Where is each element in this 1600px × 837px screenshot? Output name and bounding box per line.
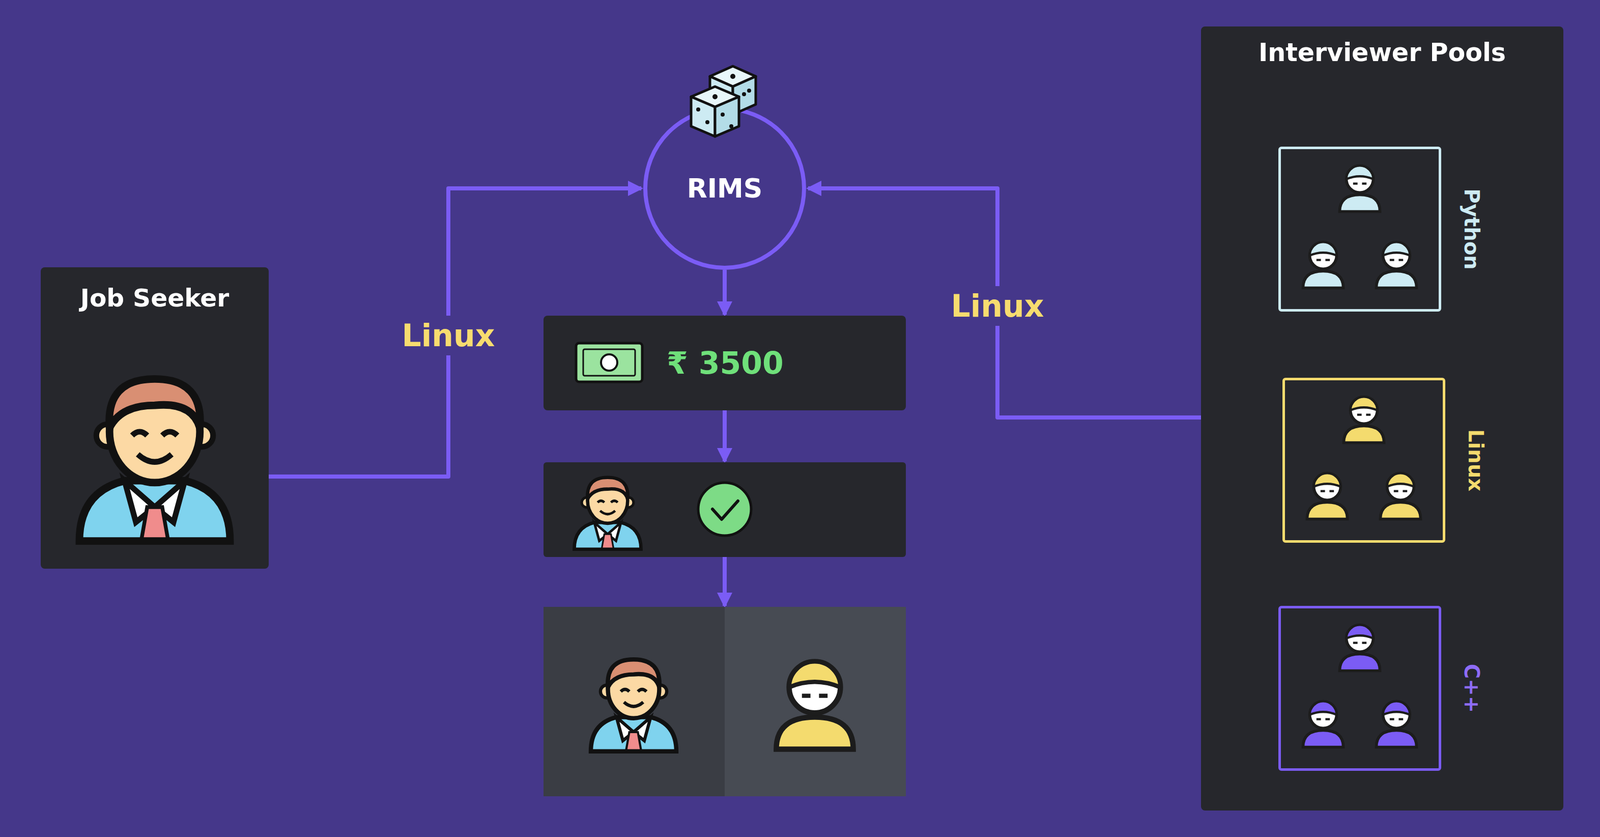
node-label: Python [1460, 188, 1484, 270]
fee-box: ₹ 3500 [543, 315, 906, 411]
video-pane [543, 606, 725, 796]
pool-members [1302, 165, 1417, 288]
linux-pool: Linux [1282, 377, 1446, 543]
money-icon [576, 343, 643, 382]
video-pane [724, 606, 906, 796]
interviewer-icon [776, 661, 853, 749]
connector [722, 269, 727, 315]
cpp-pool: C++ [1278, 605, 1442, 771]
rims-circle: RIMS [643, 106, 807, 270]
seeker-icon [574, 477, 641, 550]
seeker-icon [590, 659, 677, 752]
node-label: C++ [1460, 663, 1484, 713]
interviewer-pools-panel: Interviewer PoolsPythonLinuxC++ [1201, 26, 1564, 811]
node-label: ₹ 3500 [666, 345, 784, 381]
edge-label: Linux [396, 315, 501, 356]
flow-arrow [722, 556, 727, 606]
seeker-icon [79, 378, 231, 541]
edge-label: Linux [946, 286, 1050, 326]
pool-members [1302, 624, 1417, 747]
node-label: Linux [1464, 429, 1488, 492]
check-icon [698, 482, 752, 536]
node-label: Job Seeker [40, 283, 269, 312]
approval-box [543, 462, 906, 557]
pool-members [1306, 396, 1421, 519]
dice-icon [691, 66, 756, 137]
node-label: RIMS [687, 173, 763, 204]
python-pool: Python [1278, 146, 1442, 312]
flow-arrow [722, 410, 727, 462]
node-label: Interviewer Pools [1201, 37, 1564, 68]
job-seeker-panel: Job Seeker [40, 267, 269, 569]
